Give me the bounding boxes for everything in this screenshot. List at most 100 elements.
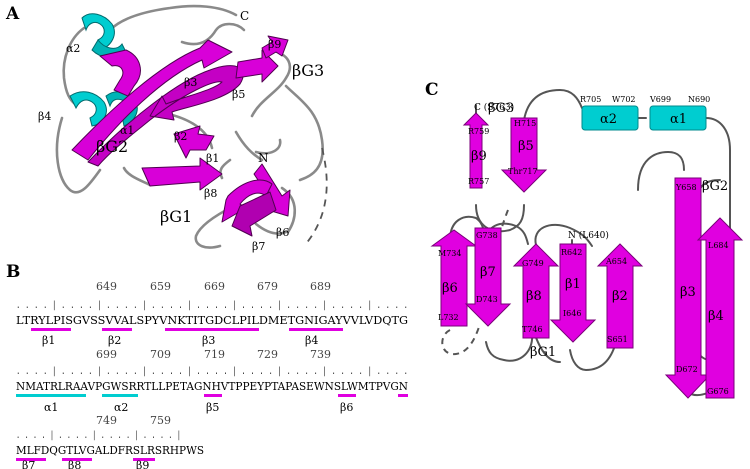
label-a2: α2 bbox=[600, 112, 617, 127]
label-b6: β6 bbox=[276, 226, 289, 239]
res-b4-top: L684 bbox=[708, 241, 729, 250]
sequence-row-2: NMATRLRAAVPGWSRRTLLPETAGNHVTPPEYPTAPASEW… bbox=[16, 380, 408, 393]
res-b1-bottom: I646 bbox=[563, 309, 581, 318]
label-b2: β2 bbox=[174, 130, 187, 143]
strand-b9 bbox=[261, 35, 289, 59]
res-a2-left: R705 bbox=[580, 95, 601, 104]
loop-b1-b2 bbox=[534, 223, 593, 247]
res-b4-bottom: G676 bbox=[707, 387, 729, 396]
arrow-b1 bbox=[549, 243, 597, 343]
ss-label-b7: β7 bbox=[22, 459, 35, 469]
arrow-b2 bbox=[596, 243, 644, 349]
res-b6-top: M734 bbox=[438, 249, 461, 258]
label-b1: β1 bbox=[206, 152, 219, 165]
residue-number: 669 bbox=[204, 280, 225, 293]
residue-number-row-2: 699 709 719 729 739 bbox=[96, 348, 331, 361]
label-b3: β3 bbox=[184, 76, 197, 89]
helix-bar-a2 bbox=[102, 394, 138, 397]
arrow-b9 bbox=[462, 112, 490, 189]
ruler-row-1: . . . . | . . . . | . . . . | . . . . | … bbox=[16, 300, 408, 311]
ss-bars-row-2 bbox=[16, 394, 408, 397]
residue-number-row-1: 649 659 669 679 689 bbox=[96, 280, 331, 293]
res-b8-top: G749 bbox=[522, 259, 544, 268]
label-a1: α1 bbox=[120, 124, 134, 137]
ss-labels-row-3: β7 β8 β9 bbox=[22, 459, 149, 469]
strand-b2-upper bbox=[99, 49, 141, 97]
loop-b2-b3 bbox=[569, 341, 617, 372]
residue-number-row-3: 749 759 bbox=[96, 414, 171, 427]
n-terminus-label: N (L640) bbox=[568, 230, 609, 241]
loop-b8-b7 bbox=[485, 331, 534, 362]
label-b9: β9 bbox=[268, 38, 281, 51]
res-b7-bottom: D743 bbox=[476, 295, 498, 304]
ss-label-b1: β1 bbox=[42, 334, 55, 347]
strand-b5 bbox=[235, 49, 279, 83]
helix-box-a2 bbox=[581, 105, 639, 131]
strand-bar-b3 bbox=[165, 328, 259, 331]
arrow-b7 bbox=[464, 227, 512, 327]
residue-number: 699 bbox=[96, 348, 117, 361]
panel-b-label: B bbox=[6, 262, 21, 282]
strand-arrows bbox=[430, 112, 744, 399]
residue-number: 719 bbox=[204, 348, 225, 361]
res-a1-right: N690 bbox=[688, 95, 710, 104]
beta-strands bbox=[71, 35, 291, 237]
strand-b3 bbox=[87, 65, 244, 167]
group-label-bG1: βG1 bbox=[530, 345, 556, 360]
strand-b2 bbox=[173, 125, 215, 159]
ss-bars-row-1 bbox=[31, 328, 343, 331]
strand-bar-b7-start bbox=[398, 394, 408, 397]
ss-label-a1: α1 bbox=[44, 401, 58, 414]
helix-boxes bbox=[581, 105, 707, 131]
res-b2-bottom: S651 bbox=[607, 335, 628, 344]
ss-bars-row-3 bbox=[16, 458, 155, 461]
arrow-b3 bbox=[664, 177, 712, 399]
strand-bar-b6 bbox=[338, 394, 356, 397]
strand-b8 bbox=[141, 157, 223, 191]
label-b4: β4 bbox=[38, 110, 51, 123]
sequence-row-3: MLFDQGTLVGALDFRSLRSRHPWS bbox=[16, 444, 204, 457]
label-b7: β7 bbox=[480, 265, 496, 280]
res-b5-top: H715 bbox=[514, 119, 536, 128]
strand-bar-b2 bbox=[102, 328, 132, 331]
ss-label-b9: β9 bbox=[136, 459, 149, 469]
label-b2: β2 bbox=[612, 289, 628, 304]
label-b5: β5 bbox=[232, 88, 245, 101]
strand-b4 bbox=[71, 39, 233, 161]
strand-bar-b8 bbox=[62, 458, 92, 461]
ss-labels-row-2: α1 α2 β5 β6 bbox=[44, 401, 353, 414]
label-bG2: βG2 bbox=[96, 137, 128, 156]
ruler-row-3: . . . . | . . . . | . . . . | . . . . | bbox=[16, 430, 181, 441]
res-b6-bottom: L732 bbox=[438, 313, 459, 322]
residue-number: 709 bbox=[150, 348, 171, 361]
ss-labels-row-1: β1 β2 β3 β4 bbox=[42, 334, 318, 347]
disordered-loop bbox=[304, 147, 328, 246]
res-b2-top: A654 bbox=[605, 257, 627, 266]
label-bG3: βG3 bbox=[292, 61, 324, 80]
arrow-b4 bbox=[696, 217, 744, 399]
loop-b3-b4 bbox=[637, 150, 685, 191]
res-b3-top: Y658 bbox=[675, 183, 697, 192]
res-b7-top: G738 bbox=[476, 231, 498, 240]
panel-c-topology-diagram: R759 R757 H715 Thr717 M734 L732 G738 D74… bbox=[430, 88, 744, 399]
label-a1: α1 bbox=[670, 112, 687, 127]
c-terminus-label: C (S763) bbox=[474, 102, 514, 113]
panel-a-labels: C N α2 β9 βG3 β3 β5 β4 α1 βG2 β2 β1 β8 β… bbox=[38, 9, 324, 253]
label-bG1: βG1 bbox=[160, 207, 192, 226]
label-b5: β5 bbox=[518, 139, 534, 154]
label-b9: β9 bbox=[471, 149, 487, 164]
residue-number: 689 bbox=[310, 280, 331, 293]
res-b1-top: R642 bbox=[561, 248, 582, 257]
ss-label-b6: β6 bbox=[340, 401, 353, 414]
strand-bar-b9 bbox=[133, 458, 155, 461]
res-b3-bottom: D672 bbox=[676, 365, 698, 374]
loop-b5-a2 bbox=[523, 88, 583, 121]
strand-bar-b5 bbox=[204, 394, 222, 397]
residue-number: 729 bbox=[257, 348, 278, 361]
panel-a-label: A bbox=[6, 4, 20, 24]
element-labels: β9 β5 β6 β7 β8 β1 β2 β3 β4 α2 α1 βG3 βG1… bbox=[442, 101, 728, 360]
label-c-terminus: C bbox=[240, 9, 249, 23]
ss-label-a2: α2 bbox=[114, 401, 128, 414]
ss-label-b5: β5 bbox=[206, 401, 219, 414]
